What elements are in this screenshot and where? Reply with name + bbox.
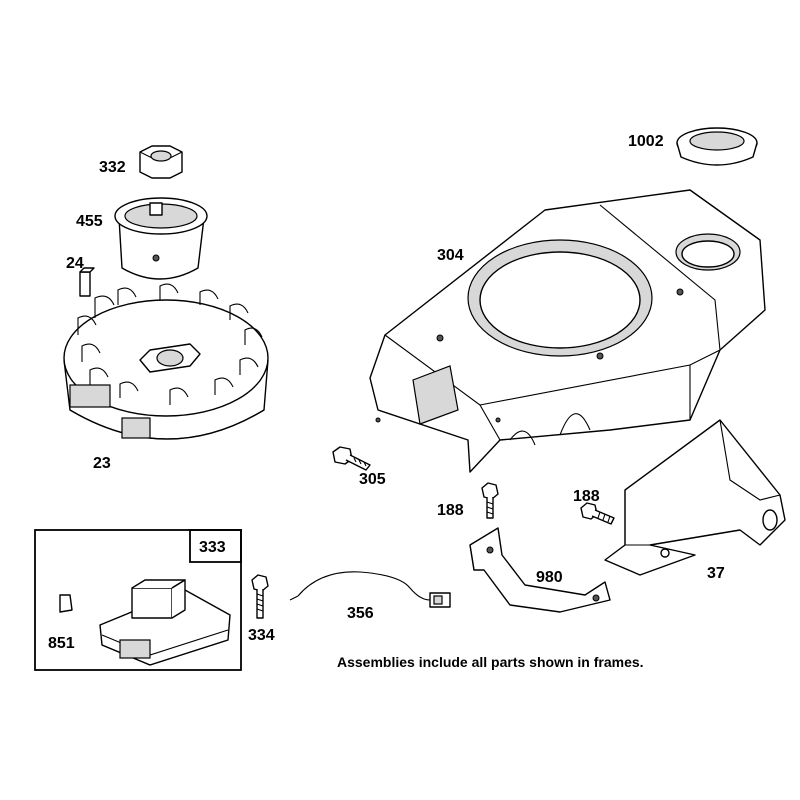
- part-188-screw-left: [481, 482, 499, 519]
- callout-23: 23: [93, 455, 111, 472]
- callout-332: 332: [99, 159, 126, 176]
- part-24-key: [79, 267, 95, 297]
- part-980-bracket: [469, 527, 611, 613]
- callout-334: 334: [248, 627, 275, 644]
- callout-455: 455: [76, 213, 103, 230]
- part-23-flywheel: [63, 283, 269, 440]
- part-305-screw: [332, 446, 371, 471]
- callout-188-left: 188: [437, 502, 464, 519]
- callout-305: 305: [359, 471, 386, 488]
- part-334-screw: [251, 574, 269, 619]
- callout-980: 980: [536, 569, 563, 586]
- callout-24: 24: [66, 255, 84, 272]
- callout-188-right: 188: [573, 488, 600, 505]
- callout-356: 356: [347, 605, 374, 622]
- part-304-blower-housing: [369, 189, 766, 473]
- callout-304: 304: [437, 247, 464, 264]
- part-37-bracket: [604, 419, 786, 576]
- callout-37: 37: [707, 565, 725, 582]
- assembly-note: Assemblies include all parts shown in fr…: [337, 654, 644, 670]
- callout-333: 333: [199, 539, 226, 556]
- part-851-armature: [59, 538, 231, 666]
- callout-851: 851: [48, 635, 75, 652]
- callout-1002: 1002: [628, 133, 664, 150]
- assembly-frame-333: [34, 529, 242, 671]
- part-332-nut: [139, 145, 183, 179]
- part-455-cup: [114, 197, 208, 280]
- part-356-ground-wire: [289, 571, 451, 608]
- part-1002-grommet: [676, 127, 758, 166]
- part-188-screw-right: [580, 502, 615, 525]
